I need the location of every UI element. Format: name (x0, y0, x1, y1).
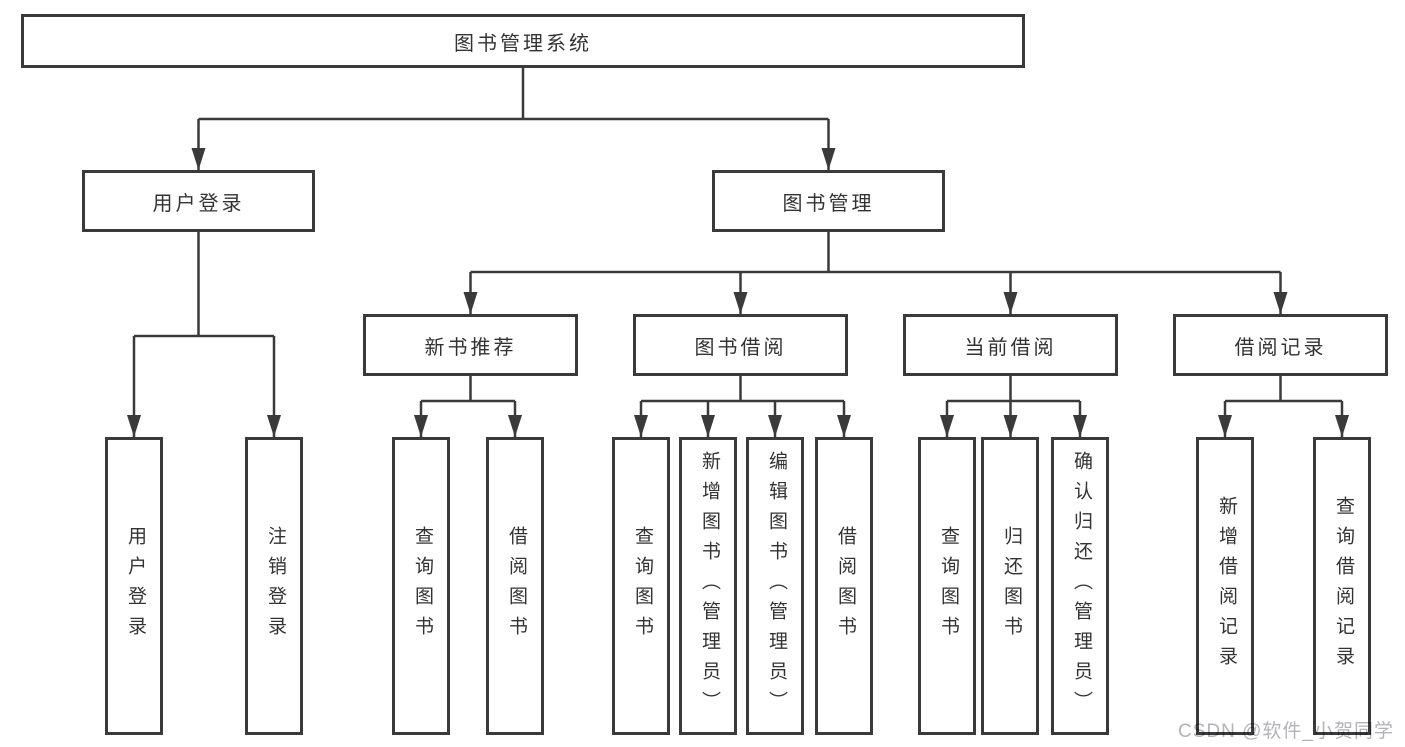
leaf-bb-edit-books-admin: 编辑图书（管理员） (746, 437, 804, 735)
leaf-cb-return-books: 归还图书 (981, 437, 1039, 735)
connector-borrowing-records (1218, 376, 1349, 437)
connector-new-book-recommend (414, 376, 522, 437)
leaf-bb-query-books: 查询图书 (612, 437, 670, 735)
node-library-management-system: 图书管理系统 (21, 14, 1025, 68)
leaf-bb-add-books-admin: 新增图书（管理员） (679, 437, 737, 735)
node-borrowing-records: 借阅记录 (1173, 314, 1388, 376)
node-new-book-recommend: 新书推荐 (363, 314, 578, 376)
node-book-management: 图书管理 (712, 170, 945, 232)
leaf-cb-query-books: 查询图书 (918, 437, 976, 735)
connector-user-login (127, 232, 281, 437)
connector-book-borrowing (634, 376, 851, 437)
leaf-nb-query-books: 查询图书 (392, 437, 450, 735)
leaf-logout-login: 注销登录 (245, 437, 303, 735)
leaf-br-query-borrow-record: 查询借阅记录 (1313, 437, 1371, 735)
connector-book-management (463, 232, 1288, 314)
connector-root (191, 68, 836, 170)
node-current-borrowing: 当前借阅 (903, 314, 1118, 376)
leaf-user-login: 用户登录 (105, 437, 163, 735)
leaf-cb-confirm-return-admin: 确认归还（管理员） (1051, 437, 1109, 735)
node-book-borrowing: 图书借阅 (633, 314, 848, 376)
csdn-watermark: CSDN @软件_小贺同学 (1178, 721, 1394, 742)
leaf-nb-borrow-books: 借阅图书 (486, 437, 544, 735)
leaf-bb-borrow-books: 借阅图书 (815, 437, 873, 735)
connector-current-borrowing (940, 376, 1087, 437)
leaf-br-add-borrow-record: 新增借阅记录 (1196, 437, 1254, 735)
node-user-login: 用户登录 (82, 170, 315, 232)
